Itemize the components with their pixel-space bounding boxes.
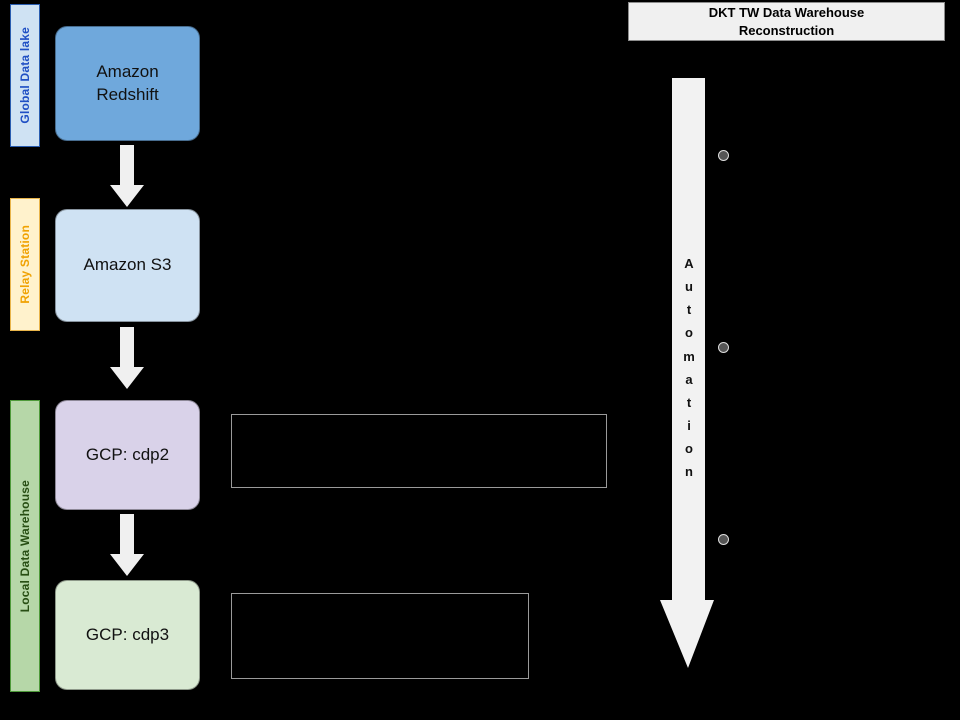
flow-arrow-cdp2-to-cdp3 [110,514,144,576]
note-box-cdp2[interactable] [231,414,607,488]
swimlane-label-relay-station: Relay Station [18,225,32,304]
node-gcp-cdp3[interactable]: GCP: cdp3 [55,580,200,690]
node-amazon-redshift[interactable]: Amazon Redshift [55,26,200,141]
flow-arrow-redshift-to-s3 [110,145,144,207]
node-amazon-s3[interactable]: Amazon S3 [55,209,200,322]
step-bullet-1 [718,150,729,161]
swimlane-label-local-data-warehouse: Local Data Warehouse [18,479,32,613]
swimlane-relay-station: Relay Station [10,198,40,331]
automation-arrow [658,78,714,668]
flow-arrow-s3-to-cdp2 [110,327,144,389]
swimlane-label-global-data-lake: Global Data lake [18,27,32,124]
node-gcp-cdp2[interactable]: GCP: cdp2 [55,400,200,510]
step-bullet-3 [718,534,729,545]
note-box-cdp3[interactable] [231,593,529,679]
swimlane-local-data-warehouse: Local Data Warehouse [10,400,40,692]
step-bullet-2 [718,342,729,353]
page-title: DKT TW Data Warehouse Reconstruction [628,2,945,41]
swimlane-global-data-lake: Global Data lake [10,4,40,147]
